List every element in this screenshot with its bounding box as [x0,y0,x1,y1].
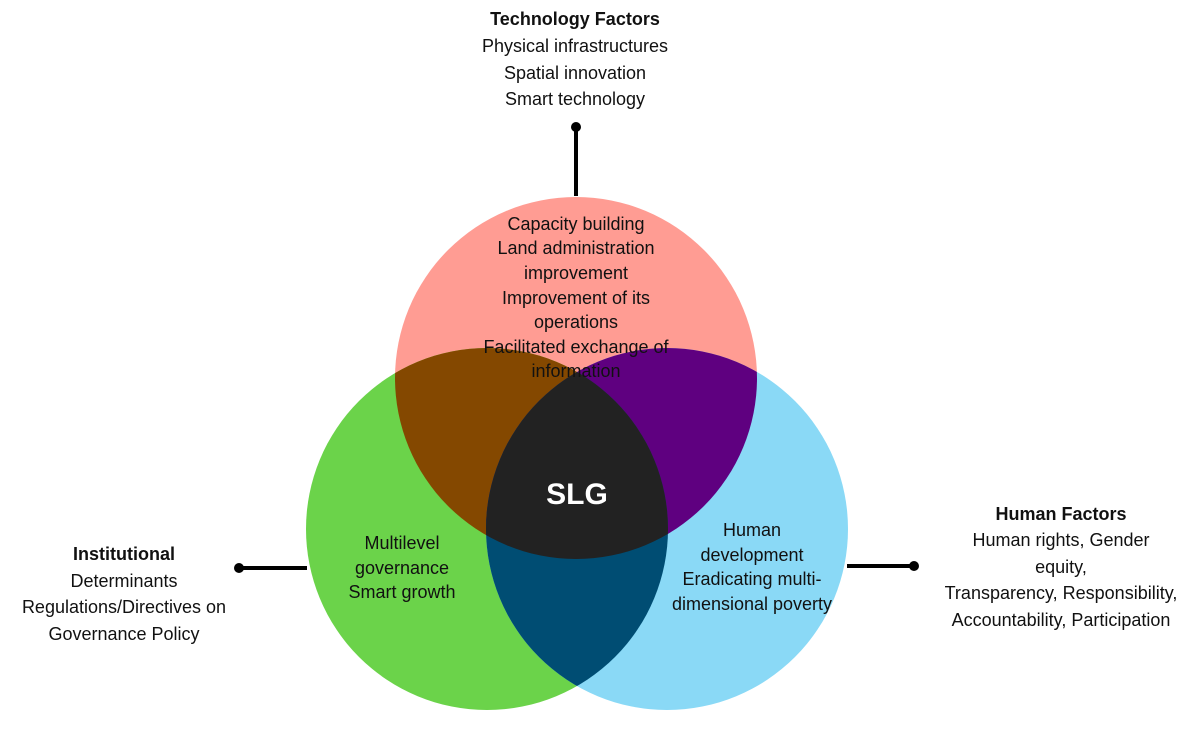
circle-top-line: Capacity building [507,214,644,234]
circle-top-line: improvement [524,263,628,283]
technology-heading: Technology Factors [490,9,660,29]
human-line: equity, [1035,557,1087,577]
technology-factors-block: Technology Factors Physical infrastructu… [482,9,668,109]
technology-line: Spatial innovation [504,63,646,83]
connector-dot-institutional [234,563,244,573]
institutional-heading: Institutional [73,544,175,564]
circle-right-text: Human development Eradicating multi- dim… [672,520,832,614]
circle-right-line: development [700,545,803,565]
center-label: SLG [546,478,608,511]
connector-dot-human [909,561,919,571]
human-line: Human rights, Gender [972,530,1149,550]
circle-top-line: Land administration [497,238,654,258]
circle-top-line: Facilitated exchange of [483,337,669,357]
circle-left-line: Multilevel [364,533,439,553]
human-factors-block: Human Factors Human rights, Gender equit… [945,504,1178,630]
technology-line: Smart technology [505,89,645,109]
human-line: Accountability, Participation [952,610,1171,630]
circle-left-line: Smart growth [348,582,455,602]
human-line: Transparency, Responsibility, [945,583,1178,603]
institutional-line: Determinants [70,571,177,591]
circle-top-line: Improvement of its [502,288,650,308]
institutional-line: Governance Policy [48,624,199,644]
circle-right-line: Eradicating multi- [682,569,821,589]
human-heading: Human Factors [995,504,1126,524]
technology-line: Physical infrastructures [482,36,668,56]
circle-right-line: Human [723,520,781,540]
circle-top-line: operations [534,312,618,332]
circle-left-text: Multilevel governance Smart growth [348,533,455,602]
circle-top-line: information [531,361,620,381]
connector-dot-technology [571,122,581,132]
circle-top-text: Capacity building Land administration im… [483,214,669,381]
institutional-line: Regulations/Directives on [22,597,226,617]
overlap-center [486,348,668,559]
circle-left-line: governance [355,558,449,578]
circle-right-line: dimensional poverty [672,594,832,614]
institutional-block: Institutional Determinants Regulations/D… [22,544,226,644]
